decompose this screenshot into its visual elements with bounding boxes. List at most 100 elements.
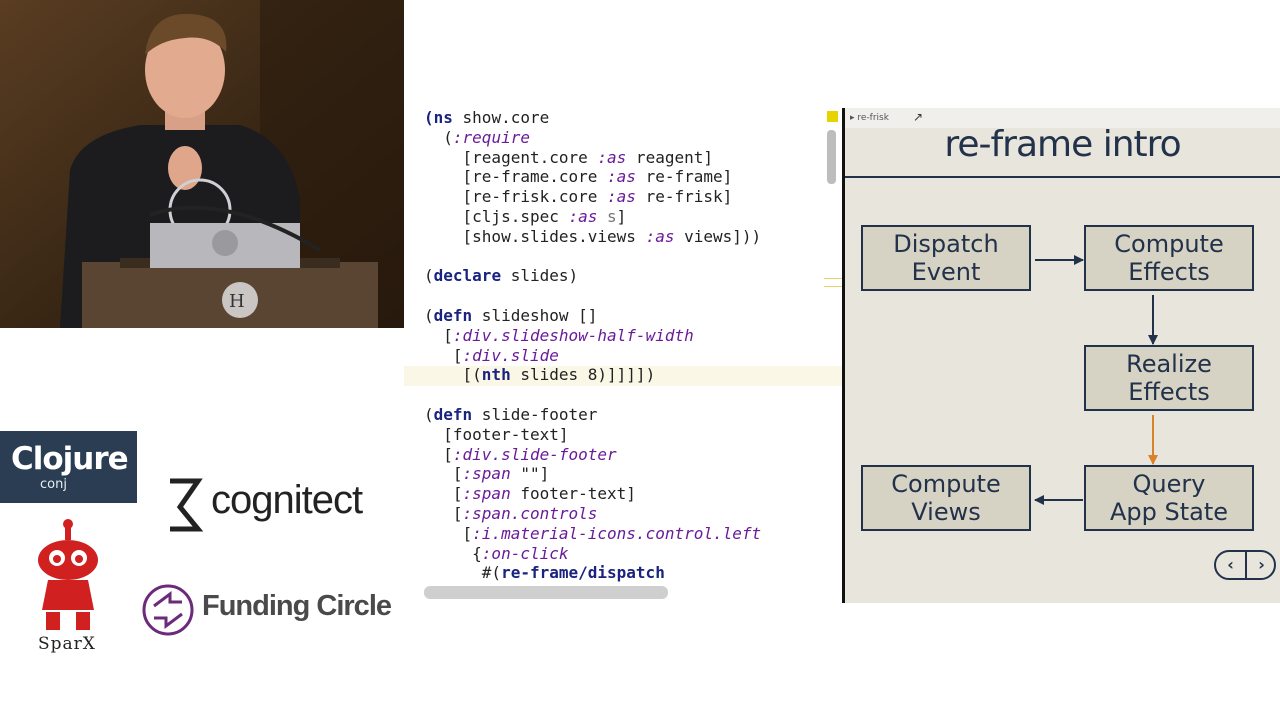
code-token: [	[424, 503, 463, 523]
code-token: #(	[424, 563, 502, 583]
code-line[interactable]: [re-frisk.core :as re-frisk]	[424, 187, 761, 207]
code-token: defn	[433, 404, 473, 424]
box-compute-views-line2: Views	[911, 498, 981, 526]
code-line[interactable]: (ns show.core	[424, 108, 761, 128]
next-slide-button[interactable]: ›	[1258, 555, 1265, 574]
code-line[interactable]: (:require	[424, 128, 761, 148]
code-token: :on-click	[481, 543, 569, 563]
box-dispatch-line2: Event	[911, 258, 981, 286]
code-token: footer-text]	[510, 484, 636, 504]
code-token: re-frisk]	[635, 187, 733, 207]
code-token: :i.material-icons.control.left	[472, 523, 762, 543]
code-line[interactable]: (defn slide-footer	[424, 405, 761, 425]
code-token: slides 8)]]]])	[510, 365, 656, 385]
box-compute-effects-line2: Effects	[1128, 258, 1210, 286]
code-token: [reagent.core	[424, 147, 598, 167]
code-line[interactable]: [:span.controls	[424, 504, 761, 524]
code-line[interactable]: [cljs.spec :as s]	[424, 207, 761, 227]
nav-separator	[1245, 552, 1247, 578]
slide-title: re-frame intro	[944, 124, 1181, 165]
code-token: :span.controls	[462, 503, 598, 523]
code-token: [	[424, 345, 463, 365]
code-token: :as	[607, 167, 636, 187]
code-token: [cljs.spec	[424, 206, 569, 226]
active-line-highlight	[404, 366, 842, 386]
box-query-line1: Query	[1132, 470, 1206, 498]
speaker-video-icon: H	[0, 0, 404, 328]
scrollbar-ticks	[824, 278, 842, 287]
code-token: (	[424, 305, 434, 325]
code-line[interactable]: [show.slides.views :as views]))	[424, 226, 762, 247]
code-line[interactable]: [:div.slideshow-half-width	[424, 326, 761, 346]
code-line[interactable]: [:span ""]	[424, 464, 761, 484]
box-realize-effects: Realize Effects	[1084, 345, 1254, 411]
code-token: [footer-text]	[424, 424, 569, 444]
code-token: {	[424, 543, 482, 563]
code-line[interactable]: (declare slides)	[424, 266, 761, 286]
pane-divider[interactable]	[842, 108, 845, 603]
code-line[interactable]: [:div.slide	[424, 346, 761, 366]
code-token: s	[597, 206, 617, 226]
code-token: [show.slides.views	[424, 226, 646, 246]
code-line[interactable]: (defn slideshow []	[424, 306, 761, 326]
code-line[interactable]: [reagent.core :as reagent]	[424, 148, 761, 168]
code-content[interactable]: (ns show.core (:require [reagent.core :a…	[424, 108, 761, 583]
code-line[interactable]: #(re-frame/dispatch	[424, 563, 761, 583]
code-token: :div.slide-footer	[452, 444, 617, 464]
code-editor[interactable]: (ns show.core (:require [reagent.core :a…	[404, 108, 842, 603]
code-token: :as	[568, 206, 598, 226]
box-realize-line1: Realize	[1126, 350, 1212, 378]
code-token: [	[424, 444, 453, 464]
cognitect-name: cognitect	[211, 478, 363, 522]
code-line[interactable]: [(nth slides 8)]]]])	[424, 365, 761, 385]
box-compute-effects-line1: Compute	[1114, 230, 1224, 258]
speaker-video: H	[0, 0, 404, 328]
code-line[interactable]	[424, 286, 761, 306]
svg-text:H: H	[229, 291, 245, 312]
code-line[interactable]: [:span footer-text]	[424, 484, 761, 504]
vertical-scrollbar[interactable]	[827, 130, 836, 184]
cognitect-mark-icon	[170, 478, 204, 532]
code-token: [	[424, 464, 463, 484]
funding-circle-name: Funding Circle	[202, 590, 392, 622]
code-token: show.core	[452, 108, 550, 127]
code-token: reagent]	[626, 147, 713, 167]
code-token: :require	[452, 127, 530, 147]
box-query-app-state: Query App State	[1084, 465, 1254, 531]
lint-marker	[827, 111, 838, 122]
code-token: :div.slideshow-half-width	[452, 325, 694, 345]
re-frisk-bar: ▸ re-frisk ↗	[845, 108, 1280, 128]
code-line[interactable]: [:div.slide-footer	[424, 445, 761, 465]
code-line[interactable]: [footer-text]	[424, 425, 761, 445]
re-frisk-toggle[interactable]: ▸ re-frisk	[850, 113, 889, 123]
funding-circle-logo: Funding Circle	[140, 582, 402, 638]
box-realize-line2: Effects	[1128, 378, 1210, 406]
code-line[interactable]	[424, 247, 761, 267]
code-token: slides)	[501, 266, 579, 286]
code-token: :div.slide	[462, 345, 559, 365]
code-token: ""]	[510, 464, 550, 484]
code-line[interactable]: [re-frame.core :as re-frame]	[424, 167, 761, 187]
code-token: [(	[424, 365, 482, 385]
sparx-robot-icon	[38, 519, 98, 630]
code-token: (	[424, 266, 434, 286]
code-line[interactable]: [:i.material-icons.control.left	[424, 523, 762, 544]
box-compute-views-line1: Compute	[891, 470, 1001, 498]
code-line[interactable]	[424, 385, 761, 405]
code-line[interactable]: {:on-click	[424, 544, 761, 564]
clojure-conj-subtitle: conj	[40, 477, 67, 492]
sparx-logo: SparX	[30, 518, 110, 658]
cognitect-logo: cognitect	[168, 477, 378, 533]
funding-circle-mark-icon	[142, 584, 194, 636]
code-token: [re-frisk.core	[424, 187, 608, 207]
code-token: [	[424, 325, 453, 345]
slide-pane: ▸ re-frisk ↗ re-frame intro Dispatch Eve…	[845, 108, 1280, 603]
clojure-conj-logo: Clojure conj	[0, 431, 137, 503]
box-query-line2: App State	[1109, 498, 1229, 526]
horizontal-scrollbar[interactable]	[424, 586, 668, 599]
code-token: (	[424, 127, 453, 147]
prev-slide-button[interactable]: ‹	[1227, 555, 1234, 574]
code-token: :span	[462, 464, 511, 484]
flow-arrows	[1034, 255, 1158, 505]
external-link-icon[interactable]: ↗	[913, 110, 924, 124]
